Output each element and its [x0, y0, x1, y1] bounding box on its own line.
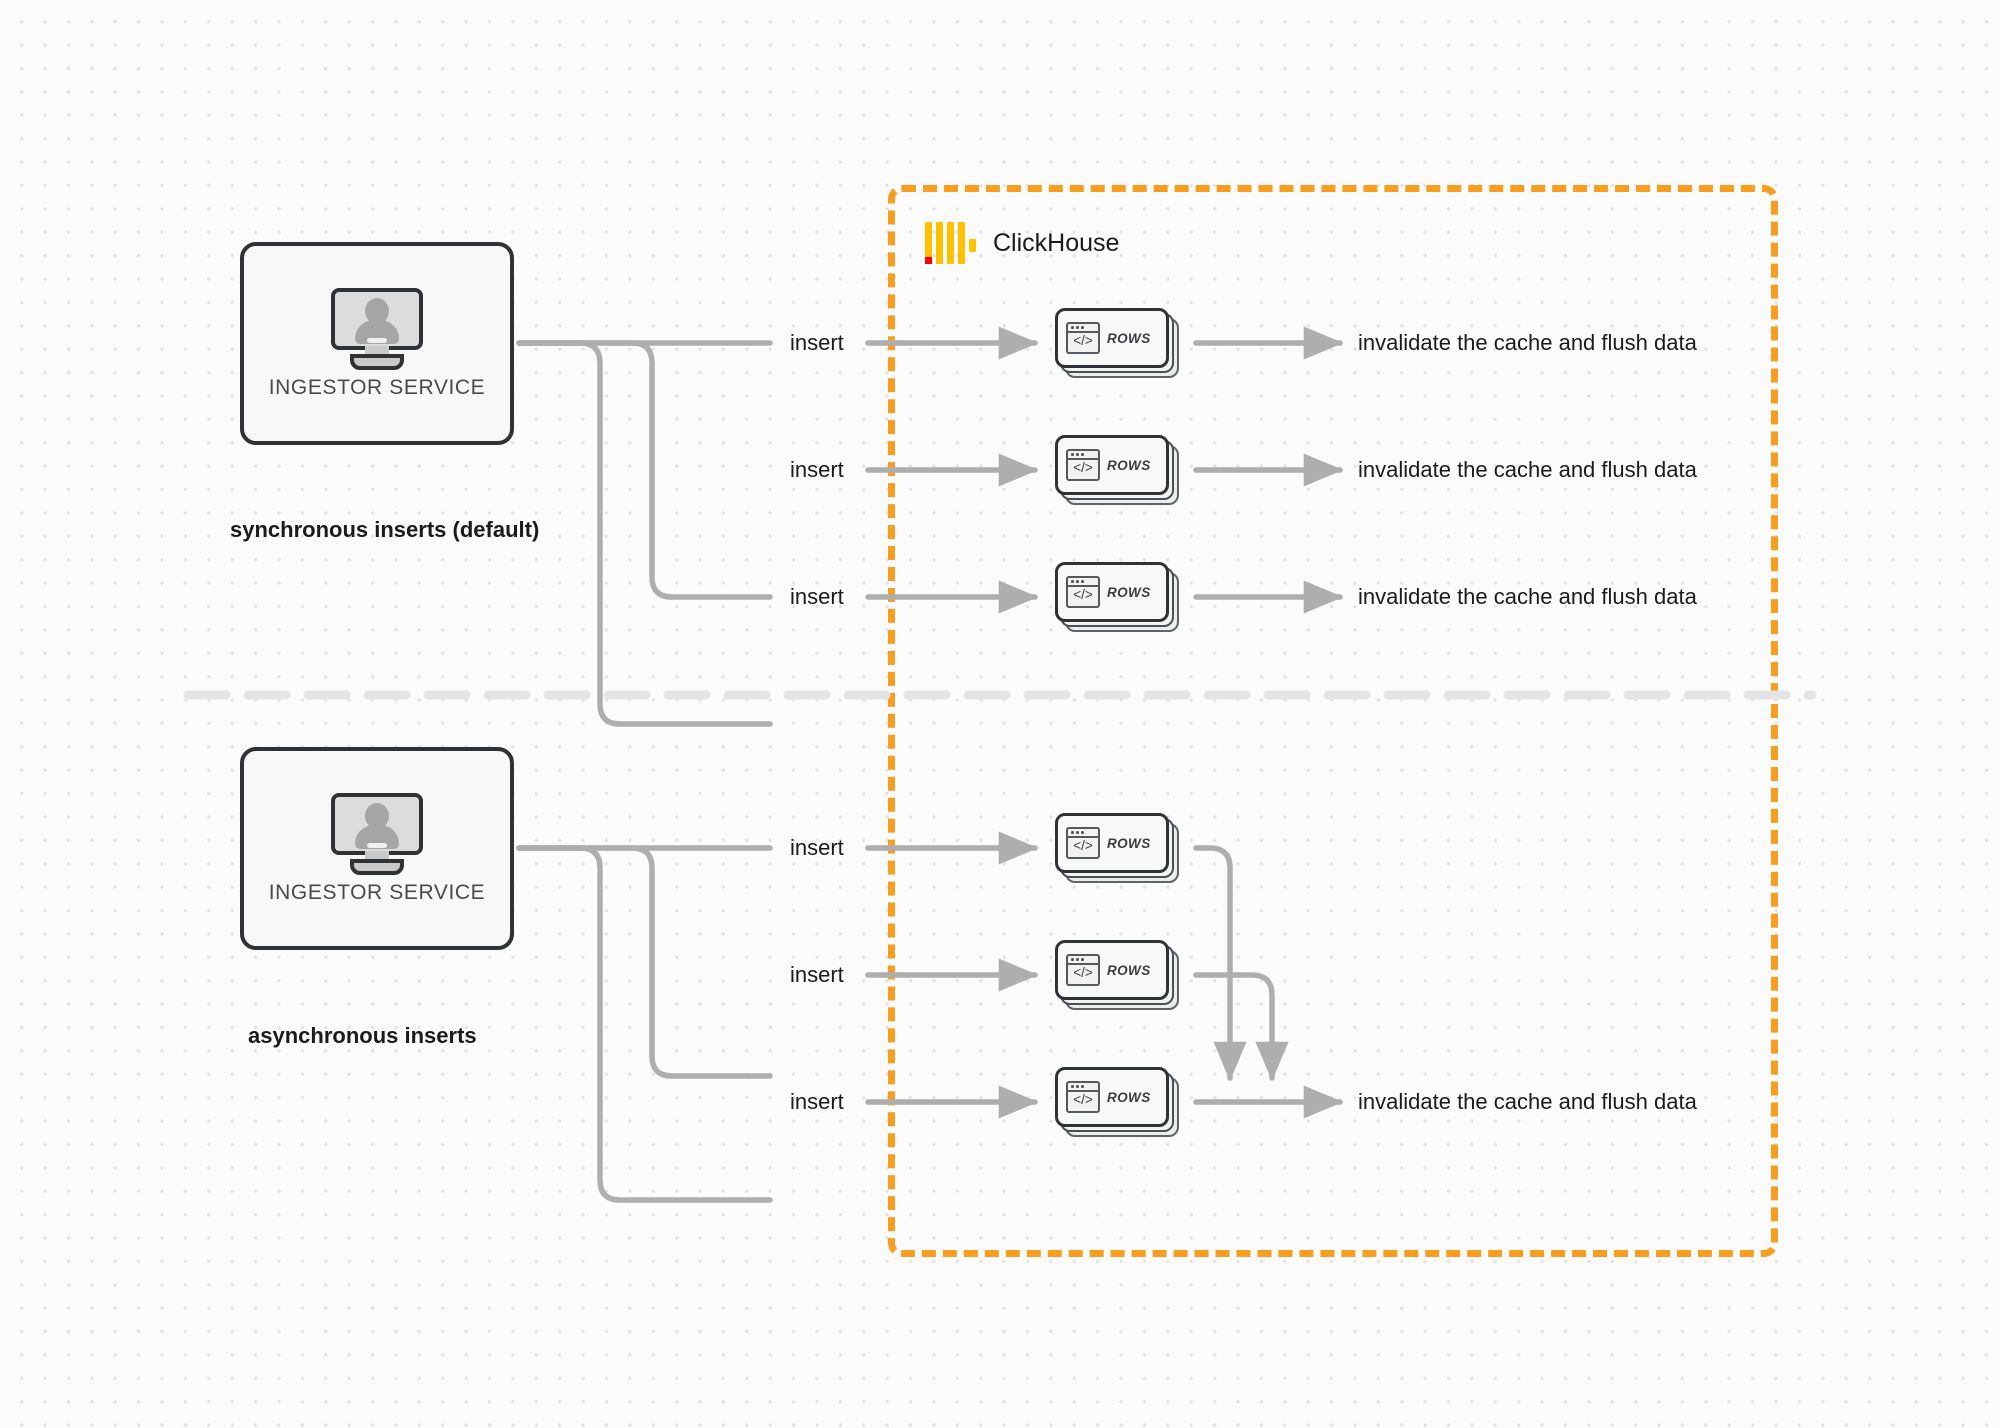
monitor-user-icon	[331, 792, 423, 875]
result-label-sync-1: invalidate the cache and flush data	[1358, 330, 1697, 355]
rows-node-label-async-3: ROWS	[1107, 1089, 1151, 1105]
window-titlebar	[1068, 324, 1098, 333]
insert-label-async-2: insert	[790, 962, 844, 987]
logo-bar-3	[947, 222, 954, 264]
monitor-user-icon	[331, 287, 423, 370]
clickhouse-logo	[925, 222, 976, 264]
insert-label-async-1: insert	[790, 835, 844, 860]
user-head	[365, 297, 389, 324]
code-glyph: </>	[1073, 838, 1093, 853]
logo-bar-2	[936, 222, 943, 264]
user-head	[365, 802, 389, 829]
result-label-sync-2: invalidate the cache and flush data	[1358, 457, 1697, 482]
rows-card: </> ROWS	[1055, 308, 1169, 368]
result-label-async-merged: invalidate the cache and flush data	[1358, 1089, 1697, 1114]
code-window-icon: </>	[1066, 576, 1100, 608]
code-window-icon: </>	[1066, 954, 1100, 986]
rows-node-sync-2[interactable]: </> ROWS	[1055, 435, 1179, 505]
rows-node-label-async-1: ROWS	[1107, 835, 1151, 851]
code-glyph: </>	[1073, 333, 1093, 348]
rows-node-async-1[interactable]: </> ROWS	[1055, 813, 1179, 883]
rows-node-label-async-2: ROWS	[1107, 962, 1151, 978]
wire-sync-branch-2	[516, 340, 773, 600]
logo-red-square	[925, 257, 932, 264]
clickhouse-boundary	[888, 185, 1778, 1257]
insert-label-sync-3: insert	[790, 584, 844, 609]
insert-label-async-3: insert	[790, 1089, 844, 1114]
rows-node-sync-3[interactable]: </> ROWS	[1055, 562, 1179, 632]
rows-card: </> ROWS	[1055, 940, 1169, 1000]
ingestor-service-label-sync: INGESTOR SERVICE	[268, 375, 486, 399]
code-window-icon: </>	[1066, 322, 1100, 354]
ingestor-service-async[interactable]: INGESTOR SERVICE	[240, 747, 514, 950]
rows-card: </> ROWS	[1055, 1067, 1169, 1127]
rows-node-async-2[interactable]: </> ROWS	[1055, 940, 1179, 1010]
caption-asynchronous: asynchronous inserts	[248, 1023, 477, 1048]
logo-accent-bar	[969, 239, 976, 252]
wire-async-branch-3	[516, 845, 773, 1203]
caption-synchronous: synchronous inserts (default)	[230, 517, 540, 542]
clickhouse-brand: ClickHouse	[925, 222, 1119, 264]
wire-async-merge-2	[1193, 972, 1289, 1082]
code-glyph: </>	[1073, 965, 1093, 980]
code-glyph: </>	[1073, 460, 1093, 475]
clickhouse-brand-name: ClickHouse	[993, 228, 1120, 257]
code-glyph: </>	[1073, 587, 1093, 602]
monitor-stand	[350, 353, 404, 370]
rows-node-label-sync-3: ROWS	[1107, 584, 1151, 600]
insert-label-sync-1: insert	[790, 330, 844, 355]
rows-card: </> ROWS	[1055, 813, 1169, 873]
code-window-icon: </>	[1066, 1081, 1100, 1113]
ingestor-service-sync[interactable]: INGESTOR SERVICE	[240, 242, 514, 445]
wire-sync-branch-3	[516, 340, 773, 727]
monitor-notch	[367, 337, 387, 343]
insert-label-sync-2: insert	[790, 457, 844, 482]
result-label-sync-3: invalidate the cache and flush data	[1358, 584, 1697, 609]
monitor-stand	[350, 858, 404, 875]
window-titlebar	[1068, 578, 1098, 587]
code-window-icon: </>	[1066, 449, 1100, 481]
window-titlebar	[1068, 451, 1098, 460]
wire-async-branch-2	[516, 845, 773, 1079]
rows-node-label-sync-1: ROWS	[1107, 330, 1151, 346]
rows-node-sync-1[interactable]: </> ROWS	[1055, 308, 1179, 378]
window-titlebar	[1068, 1083, 1098, 1092]
logo-bar-1	[925, 222, 932, 264]
rows-node-async-3[interactable]: </> ROWS	[1055, 1067, 1179, 1137]
wire-async-merge-1	[1193, 845, 1247, 1082]
rows-card: </> ROWS	[1055, 562, 1169, 622]
window-titlebar	[1068, 956, 1098, 965]
window-titlebar	[1068, 829, 1098, 838]
monitor-notch	[367, 842, 387, 848]
ingestor-service-label-async: INGESTOR SERVICE	[268, 880, 486, 904]
rows-node-label-sync-2: ROWS	[1107, 457, 1151, 473]
code-window-icon: </>	[1066, 827, 1100, 859]
rows-card: </> ROWS	[1055, 435, 1169, 495]
logo-bar-4	[958, 222, 965, 264]
code-glyph: </>	[1073, 1092, 1093, 1107]
